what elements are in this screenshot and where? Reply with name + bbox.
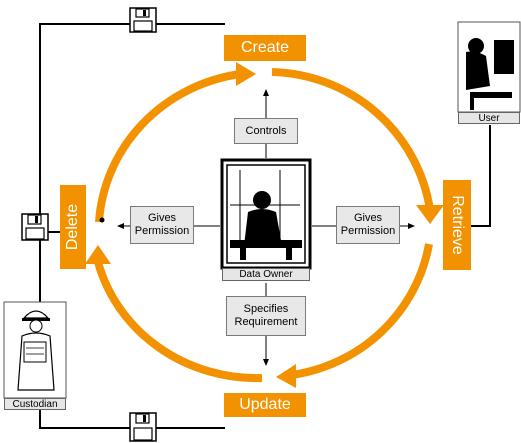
phase-update-label: Update <box>239 396 291 413</box>
phase-update: Update <box>224 393 306 417</box>
user-figure <box>457 21 521 113</box>
arrow-create-to-retrieve <box>271 68 434 211</box>
relation-controls-label: Controls <box>245 124 287 137</box>
specifies-requirement-line1: Specifies <box>243 303 289 315</box>
phase-delete: Delete <box>60 185 86 269</box>
phase-create-label: Create <box>240 39 290 56</box>
gives-permission-left-line1: Gives <box>147 212 177 224</box>
delete-dot <box>99 217 105 223</box>
role-custodian: Custodian <box>4 398 66 410</box>
arrowhead-retrieve <box>416 205 444 224</box>
gives-permission-right-line2: Permission <box>340 225 396 237</box>
floppy-disk-icon <box>21 213 49 241</box>
gives-permission-right-line1: Gives <box>353 212 383 224</box>
arrow-delete-to-create <box>95 70 241 223</box>
role-data-owner: Data Owner <box>222 268 310 281</box>
phase-create: Create <box>224 35 306 61</box>
phase-retrieve-label: Retrieve <box>449 195 467 255</box>
floppy-disk-icon <box>129 7 157 33</box>
relation-specifies-requirement: Specifies Requirement <box>226 296 306 336</box>
floppy-disk-icon <box>129 412 157 442</box>
relation-gives-permission-left: Gives Permission <box>130 206 194 244</box>
gives-permission-left-line2: Permission <box>134 225 190 237</box>
data-owner-figure <box>220 158 312 270</box>
role-custodian-label: Custodian <box>12 399 58 410</box>
custodian-figure <box>3 301 67 399</box>
phase-delete-label: Delete <box>64 203 81 251</box>
phase-retrieve: Retrieve <box>443 180 471 270</box>
specifies-requirement-line2: Requirement <box>234 316 298 328</box>
arrow-update-to-delete <box>94 260 263 383</box>
arrowhead-update <box>276 364 296 388</box>
role-data-owner-label: Data Owner <box>239 269 293 280</box>
relation-controls: Controls <box>234 118 298 144</box>
lifecycle-cycle-arrows <box>85 62 444 388</box>
role-user: User <box>458 112 520 124</box>
relation-gives-permission-right: Gives Permission <box>336 206 400 244</box>
role-user-label: User <box>478 113 500 124</box>
arrowhead-create <box>236 62 256 86</box>
arrow-retrieve-to-update <box>291 243 433 379</box>
arrowhead-delete <box>85 245 111 264</box>
